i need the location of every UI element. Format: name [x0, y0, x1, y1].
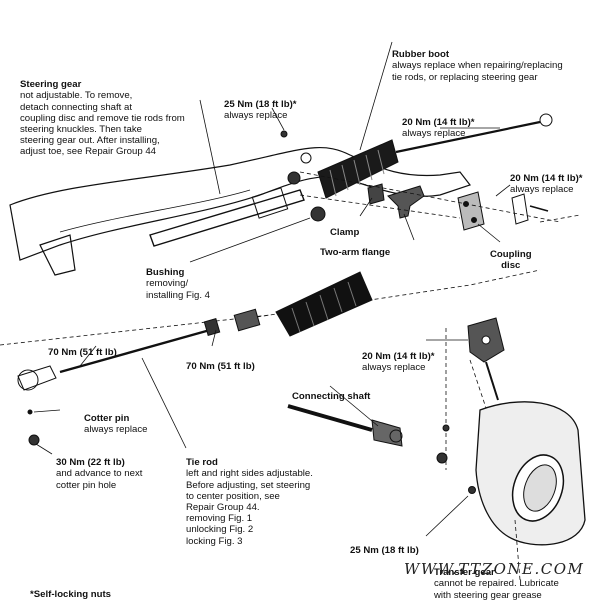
leader-70nm-left: [79, 345, 97, 367]
leader-70nm-mid: [211, 329, 217, 347]
cotter-pin-part: [27, 409, 33, 415]
leader-coupling: [477, 223, 501, 243]
leader-rubber-boot: [359, 41, 393, 151]
leader-tie-rod: [141, 357, 187, 449]
bolt-transfer-3: [468, 486, 476, 494]
bolt-transfer-2: [436, 452, 448, 464]
leader-connecting-shaft: [329, 385, 379, 427]
bolt-upper: [280, 130, 288, 138]
leader-bushing: [189, 217, 311, 263]
rack-mount: [251, 187, 289, 219]
connecting-shaft-part: [287, 404, 373, 432]
castle-nut-part: [28, 434, 40, 446]
label-torque-20-c: 20 Nm (14 ft lb)*always replace: [362, 340, 435, 374]
bushing-title: Bushing: [146, 267, 185, 279]
tie-rod-title: Tie rod: [186, 457, 218, 469]
leader-20nm-b: [495, 184, 511, 197]
coupling-disc-part: [457, 191, 485, 231]
nut-rack-2: [300, 152, 312, 164]
tie-rod-body: left and right sides adjustable. Before …: [186, 468, 313, 547]
torque-70-mid-title: 70 Nm (51 ft lb): [186, 361, 255, 373]
cotter-pin-body: always replace: [84, 424, 148, 436]
footnote-text: *Self-locking nuts: [30, 589, 112, 601]
tie-rod-end-lower: [17, 369, 39, 391]
steering-gear-title: Steering gear: [20, 79, 82, 91]
clamp-title: Clamp: [330, 227, 360, 239]
torque-25-bottom-title: 25 Nm (18 ft lb): [350, 545, 419, 557]
label-connecting-shaft: Connecting shaft: [292, 380, 370, 414]
rubber-boot-upper: [317, 139, 399, 199]
leader-steering-gear: [199, 99, 221, 195]
leader-25nm-top: [271, 107, 285, 131]
transfer-gear-body: cannot be repaired. Lubricate with steer…: [434, 578, 559, 601]
leader-30nm: [35, 443, 53, 455]
steering-gear-body: not adjustable. To remove, detach connec…: [20, 90, 185, 158]
torque-30-title: 30 Nm (22 ft lb): [56, 457, 125, 469]
tie-rod-upper: [395, 120, 541, 154]
coupling-flange: [511, 193, 529, 225]
bolt-transfer-1: [442, 424, 450, 432]
label-coupling-disc: Coupling disc: [490, 238, 532, 283]
leader-flange: [403, 213, 415, 241]
label-torque-25-bottom: 25 Nm (18 ft lb): [350, 534, 419, 568]
torque-30-body: and advance to next cotter pin hole: [56, 468, 143, 491]
cotter-pin-title: Cotter pin: [84, 413, 130, 425]
torque-25-top-body: always replace: [224, 110, 288, 122]
leader-cotter-pin: [33, 409, 61, 413]
universal-joint-part: [371, 419, 403, 447]
tie-rod-lower: [59, 328, 211, 374]
bushing-body: removing/ installing Fig. 4: [146, 278, 210, 301]
tie-rod-inner-joint: [233, 308, 261, 332]
two-arm-flange-title: Two-arm flange: [320, 247, 391, 259]
rubber-boot-body: always replace when repairing/replacing …: [392, 60, 563, 83]
rubber-boot-lower: [275, 271, 373, 337]
torque-25-top-title: 25 Nm (18 ft lb)*: [224, 99, 297, 111]
label-torque-70-mid: 70 Nm (51 ft lb): [186, 350, 255, 384]
coupling-disc-title: Coupling disc: [490, 249, 532, 272]
subframe-outline: [9, 146, 471, 261]
label-torque-20-b: 20 Nm (14 ft lb)*always replace: [510, 162, 583, 196]
label-footnote: *Self-locking nuts: [30, 578, 111, 612]
label-torque-20-a: 20 Nm (14 ft lb)*always replace: [402, 106, 475, 140]
steering-rack-housing: [149, 189, 305, 247]
subframe-bracket: [39, 234, 76, 276]
label-torque-25-top: 25 Nm (18 ft lb)*always replace: [224, 88, 297, 122]
clamp-part: [367, 183, 385, 205]
torque-20-b-body: always replace: [510, 184, 574, 196]
diagram-artwork: [0, 41, 586, 581]
bushing-part: [310, 206, 326, 222]
leader-clamp: [359, 197, 373, 217]
torque-20-c-body: always replace: [362, 362, 426, 374]
two-arm-flange-part: [387, 185, 425, 219]
torque-70-left-title: 70 Nm (51 ft lb): [48, 347, 117, 359]
torque-20-a-title: 20 Nm (14 ft lb)*: [402, 117, 475, 129]
label-torque-30: 30 Nm (22 ft lb)and advance to next cott…: [56, 446, 142, 491]
label-torque-70-left: 70 Nm (51 ft lb): [48, 336, 117, 370]
connecting-shaft-title: Connecting shaft: [292, 391, 371, 403]
label-clamp: Clamp: [330, 216, 359, 250]
torque-20-b-title: 20 Nm (14 ft lb)*: [510, 173, 583, 185]
transfer-gear-title: Transfer gear: [434, 567, 495, 579]
torque-20-c-title: 20 Nm (14 ft lb)*: [362, 351, 435, 363]
torque-20-a-body: always replace: [402, 128, 466, 140]
label-two-arm-flange: Two-arm flange: [320, 236, 390, 270]
leader-25nm-bottom: [425, 495, 469, 537]
tie-rod-end-upper: [539, 113, 553, 127]
watermark: WWW.TTZONE.COM: [404, 560, 585, 578]
nut-rack: [287, 171, 301, 185]
rubber-boot-title: Rubber boot: [392, 49, 450, 61]
